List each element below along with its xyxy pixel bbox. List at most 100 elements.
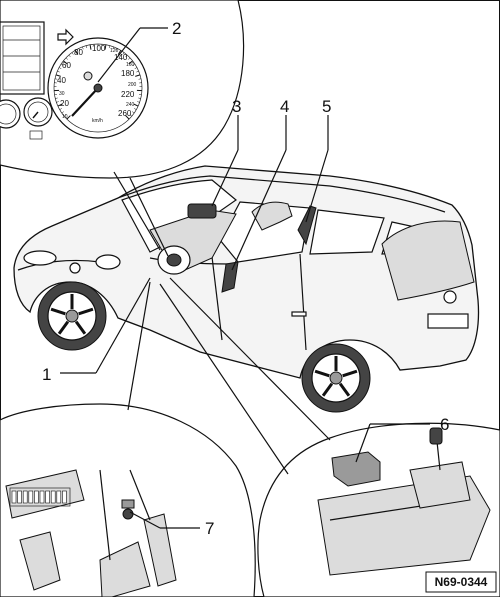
wheel-spoke	[50, 307, 66, 316]
rear-window	[381, 220, 475, 301]
coolant-gauge	[23, 97, 53, 127]
speedometer-tick	[108, 45, 111, 49]
airbag-control-unit	[331, 451, 381, 487]
rear-side-window	[309, 209, 385, 255]
instrument-cluster-inset: 10 20 30 40 60 80 100 120 140 160 180 20…	[0, 0, 245, 179]
speedometer-tick	[138, 78, 142, 80]
speedometer-tick	[82, 46, 84, 50]
fuse-slot	[62, 490, 67, 504]
speedometer-tick	[137, 101, 140, 103]
speedometer-tick	[55, 97, 58, 99]
callout-4: 4	[280, 97, 289, 116]
speed-label-180: 180	[121, 69, 135, 78]
speedometer-tick	[136, 70, 139, 73]
wheel-spoke	[57, 320, 70, 335]
speedometer-tick	[59, 108, 62, 110]
speedometer-tick	[63, 60, 68, 65]
brake-light-switch	[122, 508, 134, 520]
headlight-right	[95, 254, 121, 270]
rear-wheel	[301, 343, 371, 413]
speedometer-tick	[61, 111, 64, 114]
speedometer-tick	[65, 57, 68, 60]
wheel-spoke	[338, 382, 351, 397]
speedometer-tick	[78, 48, 81, 51]
speed-label-20: 20	[60, 99, 69, 108]
brake-pedal	[99, 541, 151, 597]
speedometer-tick	[74, 50, 79, 55]
speedometer-tick	[134, 108, 137, 110]
speedometer-tick	[128, 57, 131, 60]
center-console-inset	[257, 422, 500, 597]
callout-7: 7	[205, 519, 214, 538]
fuse-slot	[17, 490, 22, 504]
speedometer: 10 20 30 40 60 80 100 120 140 160 180 20…	[47, 37, 149, 139]
vehicle-illustration	[13, 165, 480, 413]
speedometer-tick	[115, 48, 118, 51]
speedometer-tick	[54, 78, 58, 80]
speedometer-tick	[57, 103, 63, 107]
reference-code: N69-0344	[435, 575, 488, 589]
callout-2: 2	[172, 19, 181, 38]
fuse-slot	[11, 490, 17, 504]
fuse-slot	[28, 490, 34, 504]
wheel-spoke	[342, 369, 358, 378]
speedometer-tick	[55, 74, 61, 77]
callout-6: 6	[440, 415, 449, 434]
speed-unit: km/h	[92, 118, 103, 124]
speedometer-needle	[71, 87, 99, 117]
speed-label-260: 260	[118, 109, 132, 118]
footwell-inset	[0, 403, 256, 597]
front-seat	[251, 201, 293, 231]
wheel-spoke	[74, 320, 87, 335]
speed-label-200: 200	[128, 82, 137, 88]
speedometer-tick	[71, 52, 74, 55]
speedometer-tick	[64, 114, 67, 117]
speedometer-tick	[104, 44, 107, 50]
front-side-airbag	[221, 261, 239, 293]
fuse-slot	[34, 490, 39, 504]
speed-label-100: 100	[92, 44, 106, 53]
fuse-slot	[56, 490, 62, 504]
accelerator-pedal	[143, 513, 177, 587]
speedometer-tick	[134, 67, 138, 69]
speedometer-tick	[132, 111, 135, 114]
airbag-warning-lamp-icon	[83, 71, 93, 81]
front-badge-icon	[69, 262, 81, 274]
speedometer-tick	[57, 70, 60, 73]
speedometer-tick	[132, 63, 136, 66]
wheel-spoke	[321, 382, 334, 397]
speedometer-tick	[138, 97, 141, 99]
gear-selector	[409, 427, 471, 509]
fuse-slot	[22, 490, 28, 504]
callout-3: 3	[232, 97, 241, 116]
speedometer-tick	[58, 67, 62, 69]
speedometer-tick	[122, 52, 125, 55]
speed-label-120: 120	[110, 48, 119, 54]
steering-wheel	[157, 245, 191, 275]
speed-label-140: 140	[114, 53, 128, 62]
speed-label-60: 60	[62, 61, 71, 70]
speedometer-tick	[56, 101, 59, 103]
rear-badge-icon	[443, 290, 457, 304]
callout-1: 1	[42, 365, 51, 384]
speedometer-tick	[129, 114, 132, 117]
speed-label-40: 40	[57, 76, 66, 85]
speedometer-tick	[128, 60, 133, 65]
speedometer-tick	[112, 46, 114, 50]
fuse-slot	[50, 490, 56, 504]
wheel-spoke	[78, 307, 94, 316]
rear-plate	[427, 313, 469, 329]
speedometer-tick	[89, 44, 92, 50]
front-wheel	[37, 281, 107, 351]
speedometer-tick	[60, 63, 64, 66]
callout-5: 5	[322, 97, 331, 116]
speed-label-220: 220	[121, 90, 135, 99]
turn-signal-arrow-icon	[57, 28, 74, 46]
fuse-slot	[39, 490, 45, 504]
leader-lines	[60, 27, 430, 529]
speedometer-tick	[85, 45, 88, 49]
speedometer-tick	[135, 74, 141, 77]
wheel-spoke	[314, 369, 330, 378]
clutch-pedal	[19, 531, 61, 591]
